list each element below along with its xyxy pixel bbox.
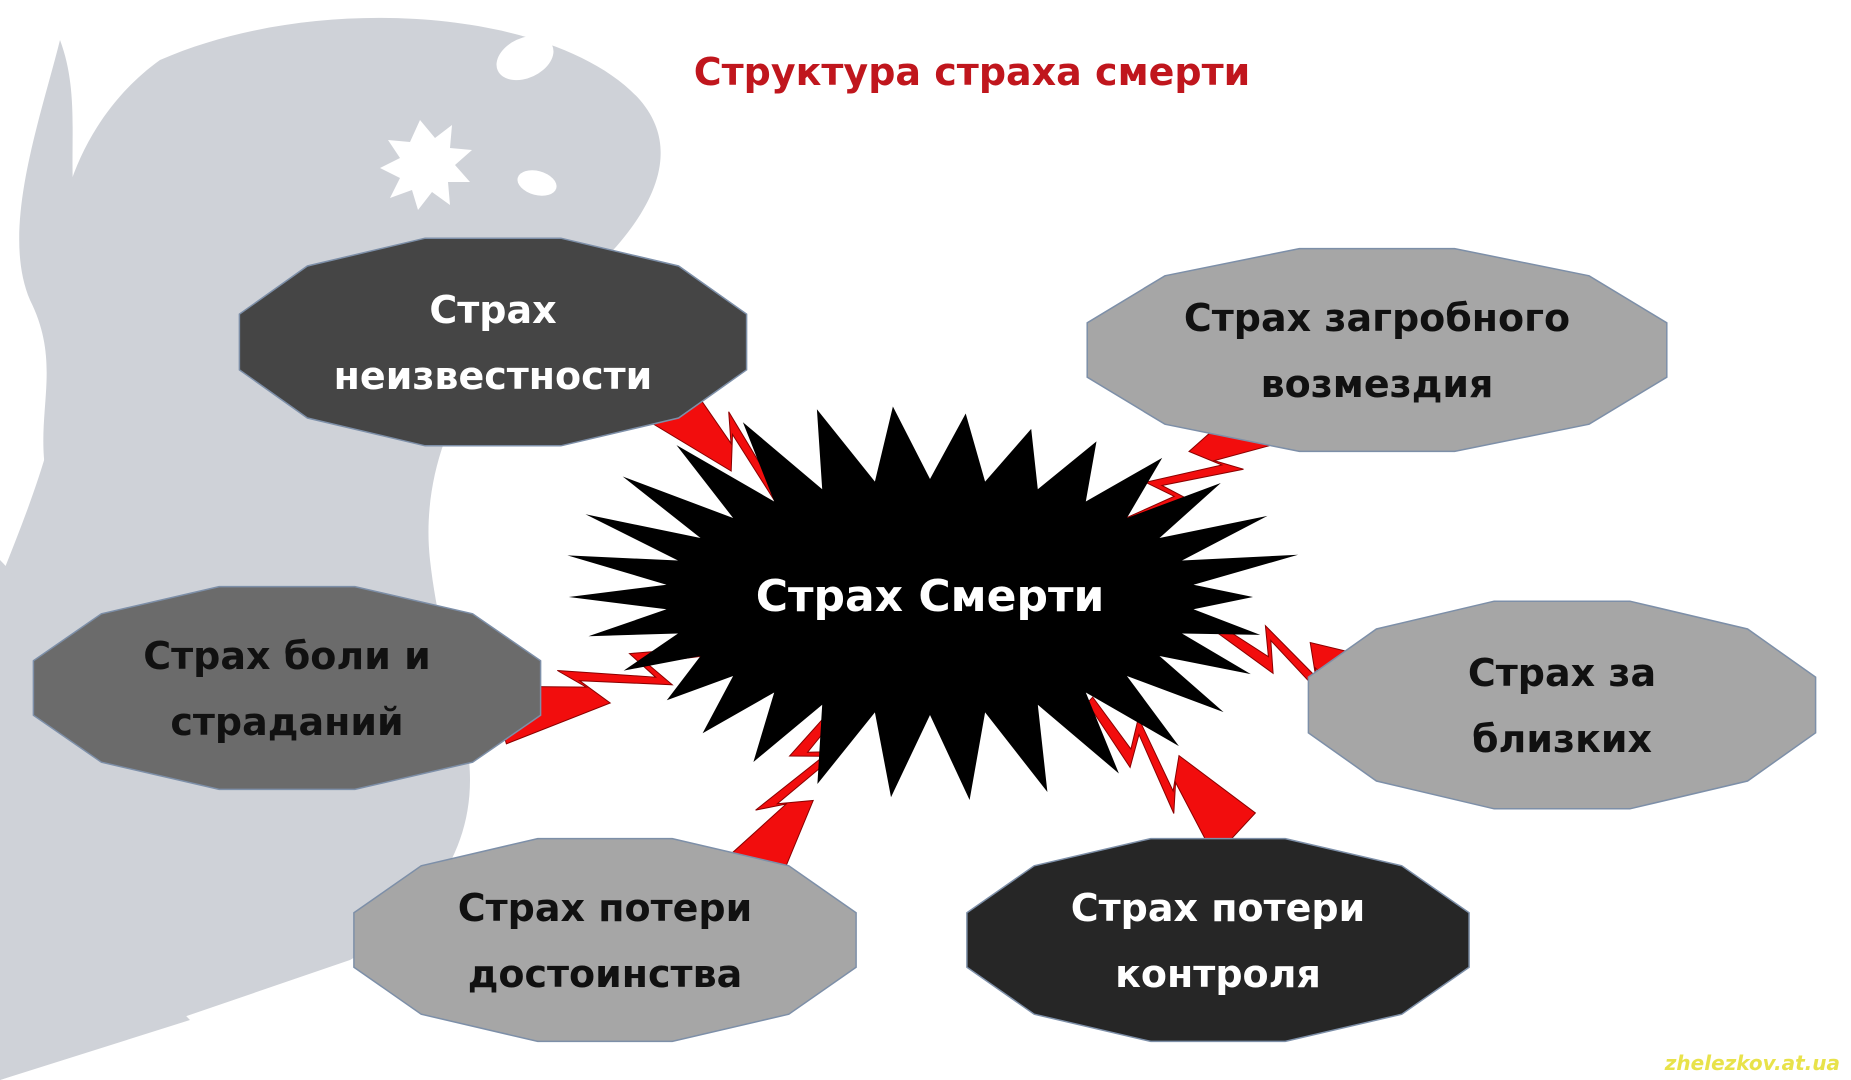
fear-node-label: Страх загробного [1184, 296, 1570, 340]
fear-node-label: Страх потери [458, 886, 752, 930]
fear-node-control: Страх потери контроля [966, 837, 1470, 1043]
fear-node-shape [238, 237, 748, 447]
central-starburst-shape [567, 406, 1299, 800]
fear-node-retribution: Страх загробного возмездия [1086, 247, 1668, 453]
fear-node-label: страданий [170, 700, 403, 744]
fear-node-shape [1086, 247, 1668, 453]
central-label: Страх Смерти [756, 571, 1105, 622]
fear-node-shape [1307, 600, 1817, 810]
fear-node-loved-ones: Страх за близких [1307, 600, 1817, 810]
ghost-face [380, 35, 557, 210]
fear-node-label: Страх потери [1071, 886, 1365, 930]
fear-node-label: близких [1472, 717, 1652, 761]
fear-node-label: возмездия [1261, 362, 1494, 406]
fear-node-label: Страх [429, 288, 556, 332]
fear-node-shape [353, 837, 857, 1043]
central-burst: Страх Смерти [567, 406, 1299, 800]
fear-node-label: контроля [1115, 952, 1321, 996]
fear-node-shape [32, 585, 542, 791]
fear-node-shape [966, 837, 1470, 1043]
fear-nodes: Страх неизвестности Страх загробного возмез… [32, 237, 1817, 1043]
fear-node-unknown: Страх неизвестности [238, 237, 748, 447]
fear-node-dignity: Страх потери достоинства [353, 837, 857, 1043]
diagram-title: Структура страха смерти [694, 50, 1251, 94]
fear-node-label: Страх боли и [143, 634, 430, 678]
watermark-text: zhelezkov.at.ua [1664, 1051, 1840, 1075]
fear-node-label: Страх за [1468, 651, 1656, 695]
fear-node-label: неизвестности [334, 354, 653, 398]
lightning-bolt-control [1086, 696, 1257, 858]
fear-node-label: достоинства [468, 952, 743, 996]
fear-node-pain: Страх боли и страданий [32, 585, 542, 791]
